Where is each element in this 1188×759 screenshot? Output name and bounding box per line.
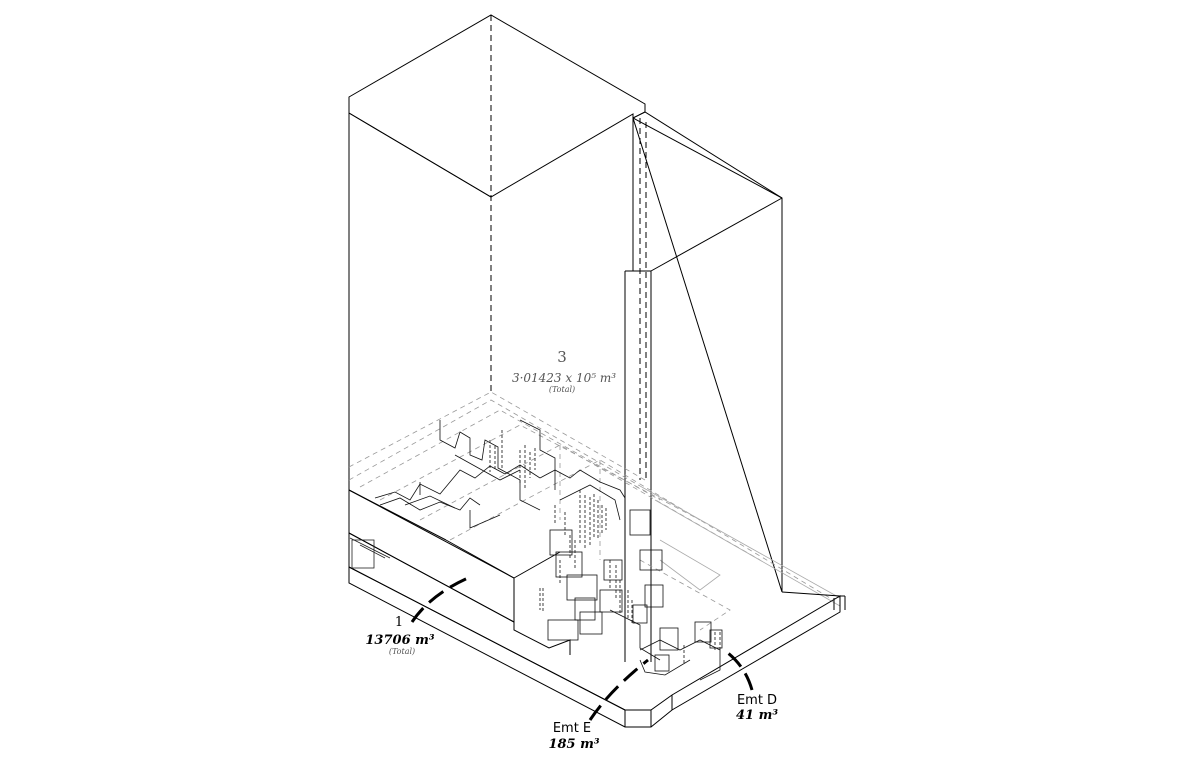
leader-block1	[410, 576, 469, 623]
block-1	[348, 489, 571, 655]
tower-diagonal-guide	[349, 113, 625, 271]
emt-d-volume: 41 m³	[736, 708, 778, 723]
base-podium	[348, 566, 846, 728]
tower-step-front-top	[650, 197, 783, 272]
label-block-1: 1 13706 m³ (Total)	[365, 615, 435, 656]
tower-right-step-top	[632, 111, 783, 593]
service-core-details	[374, 419, 723, 681]
emt-e-volume: 185 m³	[548, 737, 599, 752]
dense-core-hatching	[489, 430, 633, 625]
leader-lines	[410, 576, 754, 721]
emt-d-name: Emt D	[737, 693, 777, 708]
leader-emt-e	[588, 658, 649, 721]
block3-volume: 3·01423 x 10⁵ m³	[512, 371, 616, 385]
leader-emt-d	[723, 648, 754, 691]
interior-ghost-lines	[348, 391, 841, 631]
label-emt-e: Emt E 185 m³	[548, 721, 599, 752]
block1-note: (Total)	[389, 647, 415, 656]
tower-top-front-edge	[348, 112, 492, 198]
emt-e-name: Emt E	[553, 721, 591, 736]
block3-id: 3	[557, 348, 567, 366]
podium-outline	[348, 566, 841, 728]
tower-block-3	[348, 14, 783, 662]
tower-top-face	[348, 14, 646, 198]
block3-note: (Total)	[549, 385, 575, 394]
label-emt-d: Emt D 41 m³	[736, 693, 778, 723]
block1-id: 1	[395, 615, 403, 630]
label-block-3: 3 3·01423 x 10⁵ m³ (Total)	[512, 348, 616, 394]
block1-volume: 13706 m³	[365, 633, 435, 648]
tower-step-top-edge	[632, 117, 783, 199]
